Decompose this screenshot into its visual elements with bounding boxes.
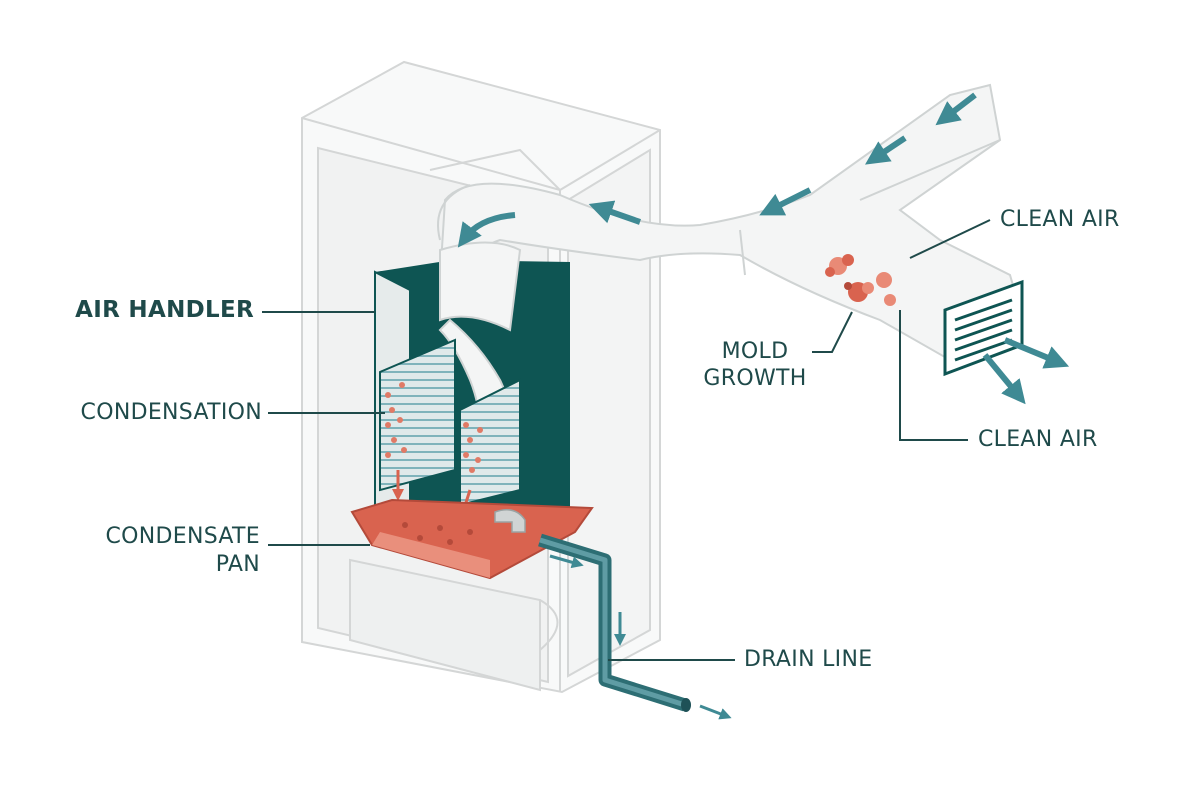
leader-lines — [262, 219, 991, 661]
label-condensation: CONDENSATION — [80, 400, 262, 425]
label-condensate-pan-line1: CONDENSATE — [105, 524, 260, 549]
condensation-droplets — [385, 382, 483, 473]
drain-fitting — [494, 509, 526, 533]
leader-mold — [812, 311, 853, 353]
supply-register — [943, 279, 1024, 377]
register-outflow-arrows — [982, 337, 1070, 405]
label-mold-line2: GROWTH — [703, 366, 807, 391]
label-air-handler: AIR HANDLER — [75, 297, 254, 323]
label-clean-air-bottom: CLEAN AIR — [978, 427, 1098, 452]
condensate-pan — [350, 498, 594, 580]
label-clean-air-top: CLEAN AIR — [1000, 207, 1120, 232]
mold-growth-spots — [825, 254, 896, 306]
drain-flow-arrows — [549, 554, 732, 720]
label-mold-line1: MOLD — [721, 339, 789, 364]
leader-clean-air-bottom — [899, 310, 968, 441]
label-drain-line: DRAIN LINE — [744, 647, 873, 672]
label-condensate-pan-line2: PAN — [215, 552, 260, 577]
evaporator-coil-right — [459, 378, 521, 507]
drain-pipe — [538, 533, 691, 712]
leader-clean-air-top — [909, 219, 991, 259]
duct-airflow-arrows — [457, 92, 977, 248]
evaporator-coil-left — [379, 338, 456, 492]
